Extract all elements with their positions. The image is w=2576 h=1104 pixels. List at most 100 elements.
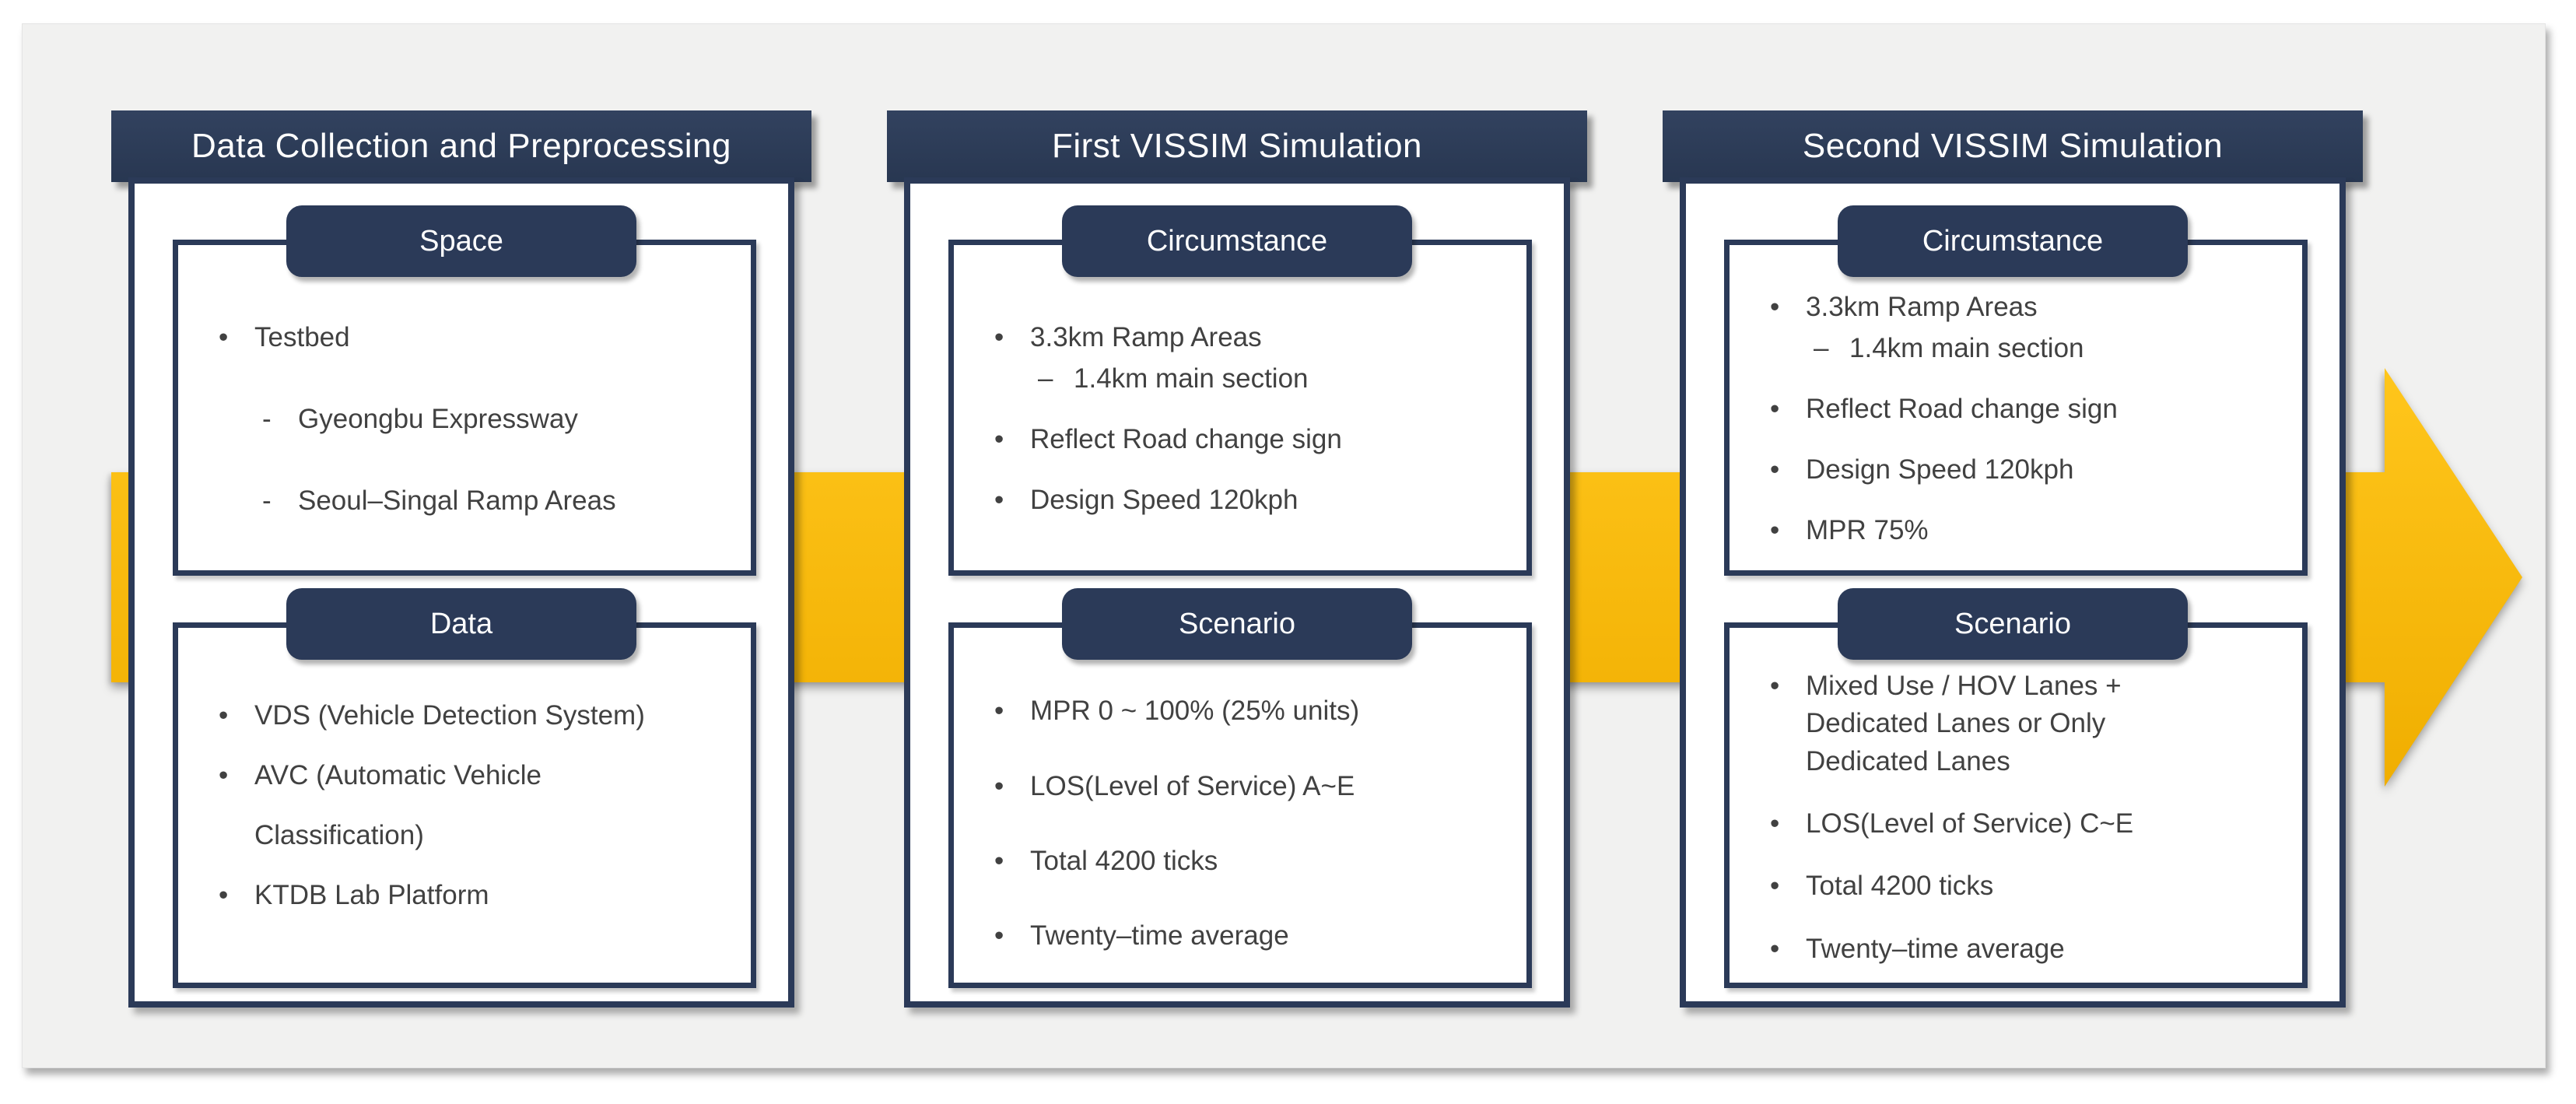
- bullet-marker: •: [994, 770, 1004, 801]
- bullet-marker: •: [994, 846, 1004, 876]
- bullet-text: 3.3km Ramp Areas: [1806, 292, 2038, 323]
- bullet-text: AVC (Automatic Vehicle Classification): [254, 760, 541, 850]
- panel-data-collection: Data Collection and Preprocessing Space …: [111, 110, 811, 1008]
- panel-title: First VISSIM Simulation: [1051, 127, 1423, 165]
- panel-title: Second VISSIM Simulation: [1802, 127, 2224, 165]
- bullet-item: • Twenty–time average: [1770, 931, 2065, 968]
- bullet-item: - Seoul–Singal Ramp Areas: [262, 471, 616, 531]
- bullet-item: • Mixed Use / HOV Lanes + Dedicated Lane…: [1770, 668, 2122, 780]
- bullet-marker: •: [994, 920, 1004, 952]
- bullet-text: LOS(Level of Service) C~E: [1806, 808, 2134, 839]
- bullet-text: Total 4200 ticks: [1030, 846, 1218, 876]
- panel-body: Circumstance • 3.3km Ramp Areas – 1.4km …: [904, 177, 1570, 1008]
- bullet-marker: •: [219, 700, 229, 731]
- panel-header: Second VISSIM Simulation: [1663, 110, 2363, 182]
- panel-first-vissim: First VISSIM Simulation Circumstance • 3…: [887, 110, 1587, 1008]
- section-pill-label: Scenario: [1954, 607, 2071, 640]
- bullet-list: • 3.3km Ramp Areas – 1.4km main section …: [994, 256, 1505, 559]
- bullet-list: • Mixed Use / HOV Lanes + Dedicated Lane…: [1770, 639, 2280, 972]
- section-pill-label: Scenario: [1179, 607, 1295, 640]
- bullet-text: Reflect Road change sign: [1030, 424, 1342, 454]
- bullet-text: Design Speed 120kph: [1806, 454, 2074, 485]
- section-pill-label: Circumstance: [1146, 224, 1328, 258]
- bullet-marker: -: [262, 485, 272, 516]
- section-pill-label: Circumstance: [1922, 224, 2104, 258]
- bullet-list: • VDS (Vehicle Detection System) • AVC (…: [219, 639, 729, 972]
- bullet-marker: •: [219, 880, 229, 910]
- panel-second-vissim: Second VISSIM Simulation Circumstance • …: [1663, 110, 2363, 1008]
- section-pill-scenario: Scenario: [1838, 588, 2188, 660]
- section-pill-data: Data: [286, 588, 636, 660]
- bullet-marker: •: [994, 696, 1004, 727]
- bullet-item: – 1.4km main section: [1814, 330, 2084, 367]
- bullet-marker: •: [1770, 933, 1780, 964]
- section-box-scenario: • Mixed Use / HOV Lanes + Dedicated Lane…: [1724, 622, 2308, 988]
- bullet-text: Twenty–time average: [1806, 933, 2065, 964]
- bullet-text: Twenty–time average: [1030, 920, 1289, 952]
- section-box-space: • Testbed - Gyeongbu Expressway - Seoul–…: [173, 240, 756, 576]
- bullet-item: • AVC (Automatic Vehicle Classification): [219, 745, 541, 865]
- panel-header: First VISSIM Simulation: [887, 110, 1587, 182]
- bullet-item: • LOS(Level of Service) C~E: [1770, 805, 2133, 843]
- bullet-text: Reflect Road change sign: [1806, 393, 2118, 424]
- bullet-text: Seoul–Singal Ramp Areas: [298, 485, 616, 516]
- bullet-text: MPR 0 ~ 100% (25% units): [1030, 696, 1360, 727]
- bullet-marker: •: [1770, 292, 1780, 323]
- bullet-text: 3.3km Ramp Areas: [1030, 322, 1262, 353]
- bullet-marker: –: [1814, 332, 1829, 363]
- bullet-item: • Total 4200 ticks: [994, 843, 1218, 880]
- bullet-marker: •: [1770, 808, 1780, 839]
- bullet-item: • 3.3km Ramp Areas: [994, 319, 1262, 356]
- section-pill-circumstance: Circumstance: [1838, 205, 2188, 277]
- section-pill-space: Space: [286, 205, 636, 277]
- bullet-item: – 1.4km main section: [1038, 360, 1309, 398]
- section-pill-circumstance: Circumstance: [1062, 205, 1412, 277]
- panel-header: Data Collection and Preprocessing: [111, 110, 811, 182]
- bullet-marker: •: [994, 322, 1004, 353]
- section-box-circumstance: • 3.3km Ramp Areas – 1.4km main section …: [1724, 240, 2308, 576]
- section-box-data: • VDS (Vehicle Detection System) • AVC (…: [173, 622, 756, 988]
- bullet-text: LOS(Level of Service) A~E: [1030, 770, 1355, 801]
- bullet-text: Total 4200 ticks: [1806, 871, 1994, 902]
- section-pill-label: Space: [419, 224, 503, 258]
- bullet-item: • LOS(Level of Service) A~E: [994, 768, 1355, 805]
- bullet-text: VDS (Vehicle Detection System): [254, 700, 645, 731]
- section-pill-scenario: Scenario: [1062, 588, 1412, 660]
- panel-body: Space • Testbed - Gyeongbu Expressway - …: [128, 177, 794, 1008]
- bullet-marker: •: [994, 485, 1004, 516]
- bullet-text: MPR 75%: [1806, 515, 1929, 546]
- section-pill-label: Data: [429, 607, 493, 640]
- bullet-text: 1.4km main section: [1074, 363, 1309, 394]
- bullet-text: Gyeongbu Expressway: [298, 403, 578, 434]
- bullet-marker: •: [1770, 515, 1780, 546]
- bullet-marker: •: [994, 424, 1004, 454]
- bullet-marker: –: [1038, 363, 1053, 394]
- panel-title: Data Collection and Preprocessing: [191, 127, 731, 165]
- bullet-item: • MPR 75%: [1770, 512, 1929, 549]
- bullet-text: Testbed: [254, 321, 350, 352]
- bullet-item: • Reflect Road change sign: [1770, 391, 2118, 428]
- bullet-item: • Twenty–time average: [994, 917, 1289, 955]
- bullet-item: • VDS (Vehicle Detection System): [219, 685, 645, 745]
- bullet-item: • 3.3km Ramp Areas: [1770, 289, 2038, 326]
- bullet-item: • Testbed: [219, 307, 350, 367]
- bullet-text: 1.4km main section: [1849, 332, 2084, 363]
- bullet-item: • KTDB Lab Platform: [219, 865, 489, 925]
- bullet-item: • Total 4200 ticks: [1770, 867, 1993, 905]
- bullet-list: • Testbed - Gyeongbu Expressway - Seoul–…: [219, 256, 729, 559]
- bullet-marker: •: [1770, 454, 1780, 485]
- bullet-list: • MPR 0 ~ 100% (25% units) • LOS(Level o…: [994, 639, 1505, 972]
- bullet-item: • MPR 0 ~ 100% (25% units): [994, 692, 1359, 730]
- panel-body: Circumstance • 3.3km Ramp Areas – 1.4km …: [1680, 177, 2346, 1008]
- bullet-marker: -: [262, 403, 272, 434]
- section-box-scenario: • MPR 0 ~ 100% (25% units) • LOS(Level o…: [948, 622, 1532, 988]
- bullet-text: Mixed Use / HOV Lanes + Dedicated Lanes …: [1806, 671, 2122, 776]
- bullet-marker: •: [1770, 871, 1780, 902]
- bullet-item: • Design Speed 120kph: [1770, 451, 2073, 489]
- bullet-marker: •: [219, 760, 229, 790]
- bullet-item: • Reflect Road change sign: [994, 421, 1342, 458]
- bullet-item: • Design Speed 120kph: [994, 482, 1298, 519]
- section-box-circumstance: • 3.3km Ramp Areas – 1.4km main section …: [948, 240, 1532, 576]
- bullet-marker: •: [1770, 671, 1780, 702]
